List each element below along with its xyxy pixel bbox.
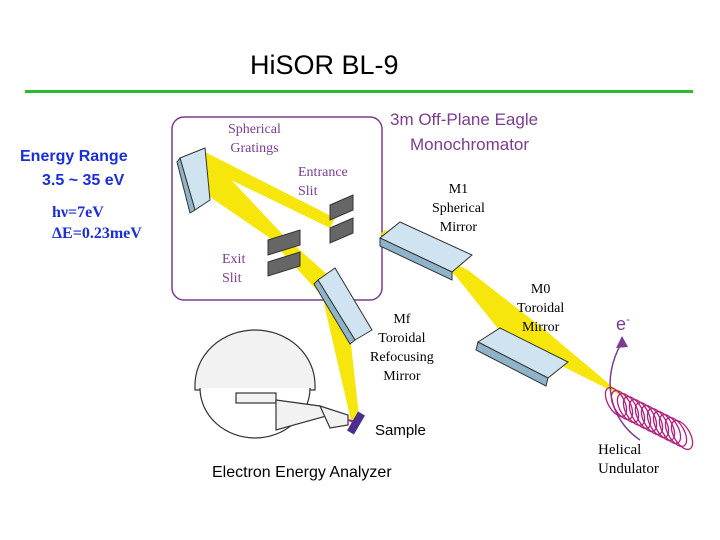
electron-symbol: e [616, 314, 627, 334]
spherical-grating [176, 147, 211, 214]
sample [347, 411, 365, 435]
sample-label: Sample [375, 422, 426, 439]
electron-charge: - [626, 312, 631, 326]
exit-slit [267, 229, 301, 277]
entrance-slit-label: Entrance Slit [298, 165, 348, 199]
electron-energy-analyzer [194, 329, 356, 439]
photon-energy: hν=7eV [52, 204, 104, 221]
entrance-slit [329, 194, 354, 244]
m1-mirror [379, 221, 473, 281]
monochromator-box [171, 116, 383, 301]
electron-label: e- [616, 312, 630, 335]
monochromator-title-line1: 3m Off-Plane Eagle [390, 110, 539, 129]
helical-undulator [604, 386, 694, 451]
m0-label: M0 Toroidal Mirror [517, 282, 565, 335]
analyzer-label: Electron Energy Analyzer [212, 464, 392, 481]
energy-range-value: 3.5 ~ 35 eV [42, 172, 125, 189]
page-title: HiSOR BL-9 [250, 50, 399, 80]
mf-mirror [313, 267, 373, 345]
title-divider [25, 90, 693, 93]
energy-range-label: Energy Range [20, 148, 128, 165]
m1-label: M1 Spherical Mirror [432, 182, 485, 235]
mf-label: Mf Toroidal Refocusing Mirror [370, 312, 434, 384]
monochromator-title-line2: Monochromator [410, 135, 530, 154]
m0-mirror [475, 327, 569, 387]
exit-slit-label: Exit Slit [222, 252, 246, 286]
energy-resolution: ΔE=0.23meV [52, 225, 142, 242]
helical-undulator-label: Helical Undulator [598, 442, 659, 477]
spherical-gratings-label: Spherical Gratings [228, 122, 281, 156]
